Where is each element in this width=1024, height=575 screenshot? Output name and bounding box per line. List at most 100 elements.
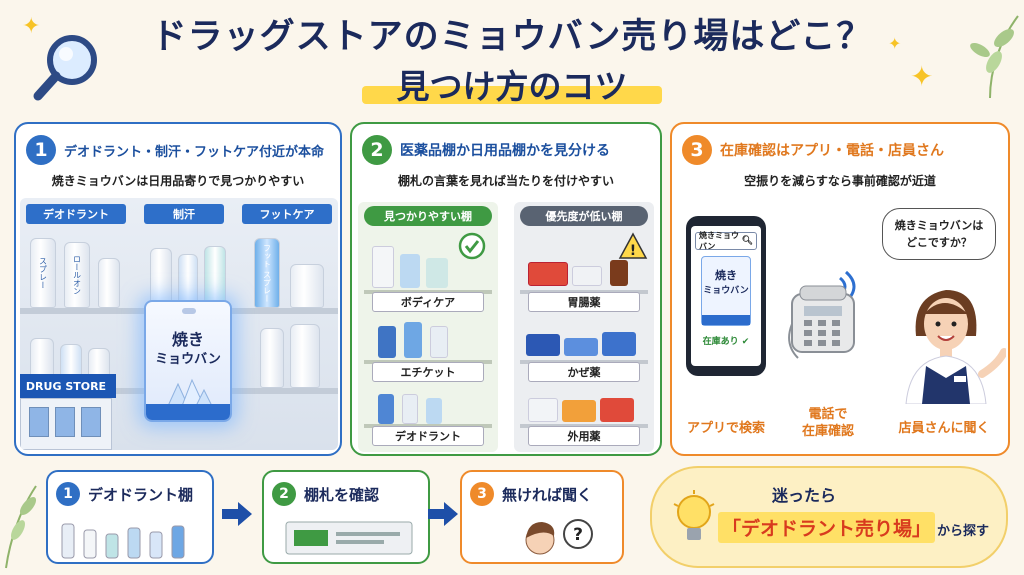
panel-title: デオドラント・制汗・フットケア付近が本命 — [64, 144, 325, 160]
package-band — [146, 404, 230, 420]
store-body — [20, 398, 112, 450]
shelf-tag-footcare: フットケア — [242, 204, 332, 224]
product — [402, 394, 418, 424]
caption-staff: 店員さんに聞く — [898, 421, 990, 436]
step-label: 無ければ聞く — [502, 485, 593, 504]
bottle — [204, 246, 226, 308]
shelf-sign-external: 外用薬 — [528, 426, 640, 446]
medicine-bottle — [610, 260, 628, 286]
panel-header: 3 在庫確認はアプリ・電話・店員さん — [682, 134, 1000, 166]
phone-screen: 焼きミョウバン 🔍︎ 焼き ミョウバン 在庫あり ✔ — [691, 226, 761, 366]
step-header: 3 無ければ聞く — [470, 482, 592, 506]
phone-search-field: 焼きミョウバン 🔍︎ — [695, 231, 757, 251]
step-label: デオドラント棚 — [88, 485, 194, 504]
panel-title: 医薬品棚か日用品棚かを見分ける — [400, 143, 610, 159]
medicine-box — [562, 400, 596, 422]
speech-bubble: 焼きミョウバンは どこですか？ — [882, 208, 996, 260]
phone-product-image: 焼き ミョウバン — [701, 256, 751, 326]
step-check-sign: 2 棚札を確認 — [262, 470, 430, 564]
panel-shelf-type: 2 医薬品棚か日用品棚かを見分ける 棚札の言葉を見れば当たりを付けやすい 見つか… — [350, 122, 662, 456]
drug-store-building: DRUG STORE — [20, 374, 116, 450]
panel-number: 2 — [362, 135, 392, 165]
foot-spray-bottle: フット スプレー — [254, 238, 280, 308]
check-icon — [458, 232, 486, 260]
product — [372, 246, 394, 288]
shelf-low-priority-label: 優先度が低い棚 — [520, 206, 648, 226]
medicine-box — [564, 338, 598, 356]
shelf-sign-icon — [285, 521, 413, 555]
caption-phone-line-1: 電話で — [808, 407, 848, 422]
caption-app: アプリで検索 — [686, 421, 765, 436]
shelf-likely-label: 見つかりやすい棚 — [364, 206, 492, 226]
bottle — [150, 248, 172, 308]
panel-header: 1 デオドラント・制汗・フットケア付近が本命 — [26, 134, 332, 166]
medicine-box — [600, 398, 634, 422]
person-question-icon: ? — [525, 519, 593, 555]
step-deodorant-shelf: 1 デオドラント棚 — [46, 470, 214, 564]
step-number: 1 — [56, 482, 80, 506]
step-header: 1 デオドラント棚 — [56, 482, 193, 506]
phone-search-text: 焼きミョウバン — [699, 231, 739, 251]
product — [400, 254, 420, 288]
leaf-icon — [5, 485, 37, 569]
magnifier-icon — [33, 35, 97, 101]
product — [378, 326, 396, 358]
shelf-low-priority: 優先度が低い棚 ! 胃腸薬 かぜ薬 外用薬 — [514, 202, 654, 452]
search-icon: 🔍︎ — [741, 236, 753, 246]
panel-deodorant: 1 デオドラント・制汗・フットケア付近が本命 焼きミョウバンは日用品寄りで見つか… — [14, 122, 342, 456]
medicine-box — [572, 266, 602, 286]
tip-keyword: 「デオドラント売り場」 — [718, 512, 936, 543]
product — [426, 398, 442, 424]
rollon-bottle: ロールオン — [64, 242, 90, 308]
svg-text:!: ! — [630, 243, 636, 259]
title-area: ✦ ✦ ✦ ドラッグストアのミョウバン売り場はどこ？ 見つけ方のコツ — [0, 0, 1024, 118]
foot-cream — [290, 264, 324, 308]
tube — [290, 324, 320, 388]
caption-phone-line-2: 在庫確認 — [801, 424, 854, 439]
shelf-likely: 見つかりやすい棚 ボディケア エチケット デオドラント — [358, 202, 498, 452]
shelf-sign-bodycare: ボディケア — [372, 292, 484, 312]
panel-title: 在庫確認はアプリ・電話・店員さん — [720, 143, 944, 159]
svg-text:?: ? — [573, 525, 583, 545]
step-label: 棚札を確認 — [304, 485, 380, 504]
panel-subtitle: 焼きミョウバンは日用品寄りで見つかりやすい — [51, 174, 305, 188]
store-window — [81, 407, 101, 437]
stock-status-text: 在庫あり — [702, 337, 739, 347]
shelf-sign-stomach: 胃腸薬 — [528, 292, 640, 312]
spray-bottle: スプレー — [30, 238, 56, 308]
shelf-illustration: デオドラント 制汗 フットケア スプレー ロールオン フット スプレー DRUG… — [20, 198, 338, 450]
check-icon: ✔ — [741, 337, 750, 347]
tip-box: 迷ったら 「デオドラント売り場」 から探す — [650, 466, 1008, 568]
tip-line-2: 「デオドラント売り場」 から探す — [718, 512, 989, 543]
smartphone: 焼きミョウバン 🔍︎ 焼き ミョウバン 在庫あり ✔ — [686, 216, 766, 376]
lightbulb-icon — [673, 490, 715, 540]
sparkle-icon: ✦ — [888, 34, 902, 53]
phone-pack-label-1: 焼き — [715, 269, 737, 282]
package-label-2: ミョウバン — [155, 352, 221, 367]
step-header: 2 棚札を確認 — [272, 482, 379, 506]
package-hole — [182, 308, 196, 314]
sparkle-icon: ✦ — [910, 60, 934, 93]
bottle — [98, 258, 120, 308]
product — [426, 258, 448, 288]
panel-subtitle: 棚札の言葉を見れば当たりを付けやすい — [397, 174, 614, 188]
alum-package: 焼き ミョウバン — [144, 300, 232, 422]
telephone-icon — [788, 270, 856, 359]
store-window — [55, 407, 75, 437]
package-label-1: 焼き — [171, 330, 204, 349]
phone-pack-band — [702, 315, 750, 325]
medicine-box — [526, 334, 560, 356]
warning-icon: ! — [618, 232, 648, 259]
page-subtitle-text: 見つけ方のコツ — [396, 67, 628, 106]
panel-subtitle: 空振りを減らすなら事前確認が近道 — [744, 174, 936, 188]
staff-illustration — [905, 290, 1006, 404]
product — [430, 326, 448, 358]
leaf-icon — [970, 15, 1019, 99]
arrow-right-icon — [222, 502, 252, 526]
bubble-line-1: 焼きミョウバンは — [894, 219, 984, 232]
step-number: 3 — [470, 482, 494, 506]
phone-pack-label-2: ミョウバン — [703, 286, 749, 296]
step-number: 2 — [272, 482, 296, 506]
shelf-tag-antiperspirant: 制汗 — [144, 204, 224, 224]
tip-rest: から探す — [937, 524, 990, 539]
